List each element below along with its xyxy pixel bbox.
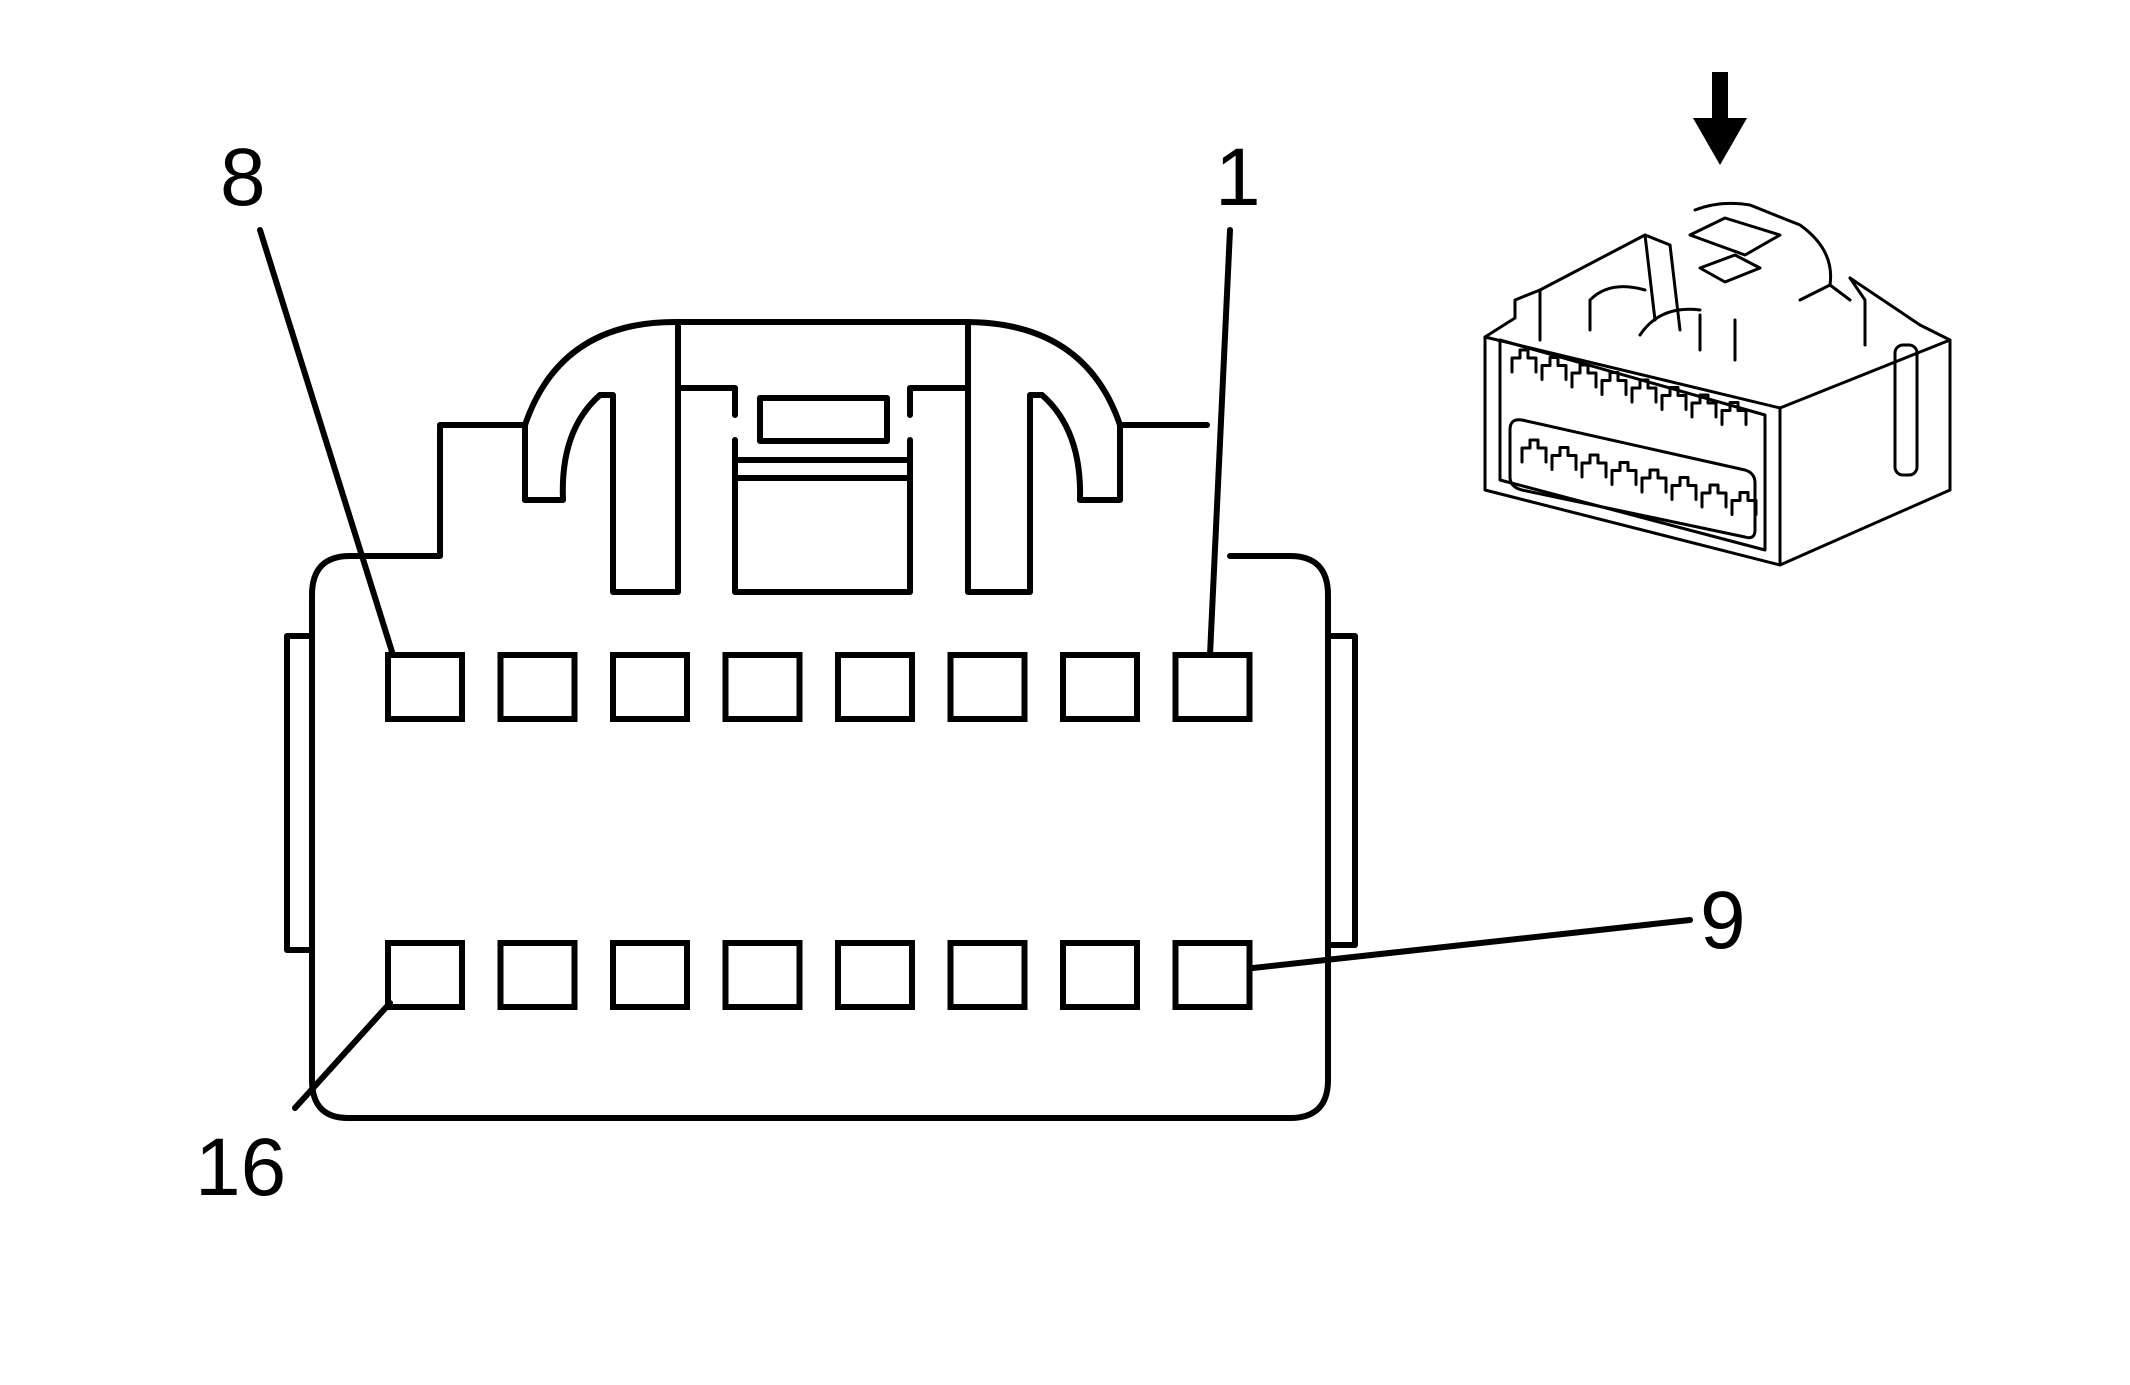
pin-cavity-2 <box>1060 652 1140 722</box>
pin-cavity-15 <box>497 940 578 1010</box>
leader-line-pin-8 <box>257 227 396 658</box>
pin-cavity-11 <box>947 940 1028 1010</box>
leader-line-pin-1 <box>1207 227 1233 658</box>
pin-cavity-5 <box>722 652 803 722</box>
pin-cavity-10 <box>1060 940 1140 1010</box>
pin-cavity-4 <box>835 652 915 722</box>
reference-pin-2 <box>1690 393 1718 419</box>
reference-pin-12 <box>1640 468 1668 494</box>
reference-pin-4 <box>1630 378 1658 404</box>
reference-pin-13 <box>1610 461 1638 486</box>
reference-pin-5 <box>1600 371 1628 396</box>
pin-label-16: 16 <box>195 1122 286 1213</box>
reference-pin-11 <box>1670 476 1698 501</box>
pin-cavity-6 <box>610 652 690 722</box>
pin-cavity-8 <box>385 652 465 722</box>
connector-body-outline <box>309 422 1331 1121</box>
pin-label-8: 8 <box>220 132 266 223</box>
reference-pin-16 <box>1520 438 1548 464</box>
pin-label-9: 9 <box>1700 875 1746 966</box>
reference-pin-3 <box>1660 386 1688 411</box>
reference-pin-9 <box>1730 491 1758 516</box>
reference-pin-10 <box>1700 483 1728 509</box>
pin-cavity-13 <box>722 940 803 1010</box>
pin-cavity-14 <box>610 940 690 1010</box>
reference-pin-15 <box>1550 446 1578 471</box>
pin-cavity-1 <box>1172 652 1253 722</box>
connector-reference-view <box>1483 72 1952 567</box>
connector-face: 8 1 9 16 <box>195 132 1746 1213</box>
reference-pin-6 <box>1570 363 1598 389</box>
pin-cavity-7 <box>497 652 578 722</box>
pin-cavities <box>385 652 1253 1010</box>
locking-latch <box>522 319 1123 595</box>
reference-view-cavities <box>1510 348 1758 516</box>
reference-pin-8 <box>1510 348 1538 374</box>
pin-cavity-9 <box>1172 940 1253 1010</box>
right-side-rail <box>1325 633 1358 948</box>
pin-cavity-16 <box>385 940 465 1010</box>
reference-pin-7 <box>1540 356 1568 381</box>
pin-cavity-12 <box>835 940 915 1010</box>
pin-cavity-3 <box>947 652 1028 722</box>
leader-line-pin-16 <box>292 1000 393 1111</box>
arrow-down-icon <box>1693 72 1747 165</box>
reference-pin-1 <box>1720 401 1748 426</box>
reference-pin-14 <box>1580 453 1608 479</box>
leader-line-pin-9 <box>1250 917 1693 971</box>
pin-label-1: 1 <box>1215 132 1261 223</box>
left-side-rail <box>284 633 315 953</box>
